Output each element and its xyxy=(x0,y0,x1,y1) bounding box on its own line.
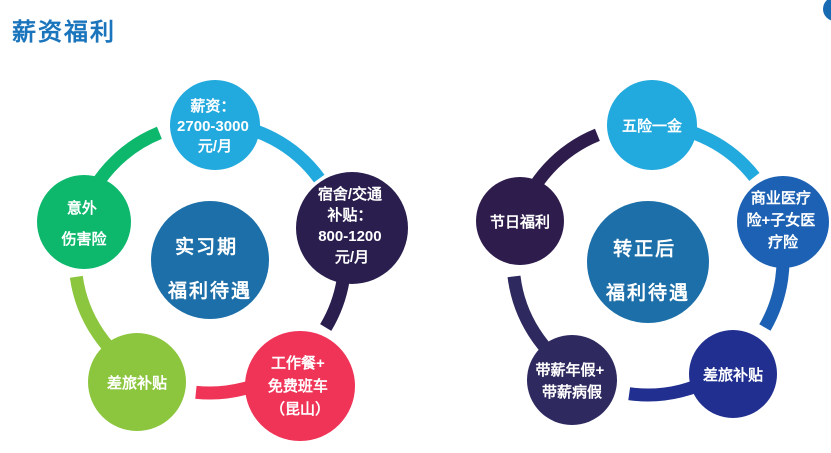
diagram-internship-benefits: 薪资： 2700-3000 元/月 宿舍/交通 补贴： 800-1200 元/月… xyxy=(37,80,408,441)
satellite-commercial-medical-circle xyxy=(737,176,829,268)
satellite-travel-subsidy-2-label: 差旅补贴 xyxy=(703,366,763,384)
satellite-paid-leave-label: 带薪年假+ 带薪病假 xyxy=(536,361,609,401)
satellite-dorm-transport-label: 宿舍/交通 补贴： 800-1200 元/月 xyxy=(318,185,386,266)
satellite-travel-subsidy-2-circle xyxy=(689,330,777,418)
satellite-holiday-benefits-label: 节日福利 xyxy=(490,213,550,231)
satellite-travel-subsidy-label: 差旅补贴 xyxy=(107,374,167,392)
satellite-meal-shuttle-label: 工作餐+ 免费班车 （昆山） xyxy=(268,354,332,418)
satellite-five-insurances-label: 五险一金 xyxy=(622,117,683,135)
satellite-dorm-transport-circle xyxy=(296,172,408,284)
hub-post-probation-label: 转正后 福利待遇 xyxy=(605,237,690,304)
satellite-five-insurances-circle xyxy=(607,80,697,170)
hub-internship-label: 实习期 福利待遇 xyxy=(167,235,252,302)
corner-logo-dot xyxy=(823,0,831,21)
satellite-commercial-medical-label: 商业医疗 险+子女医 疗险 xyxy=(747,189,820,251)
satellite-meal-shuttle-circle xyxy=(245,331,355,441)
satellite-travel-subsidy-circle xyxy=(88,333,186,431)
hub-post-probation-circle xyxy=(587,201,709,323)
satellite-accident-insurance-circle xyxy=(37,175,131,269)
diagram-post-probation-benefits: 五险一金 商业医疗 险+子女医 疗险 差旅补贴 带薪年假+ 带薪病假 xyxy=(476,80,829,425)
satellite-holiday-benefits-circle xyxy=(476,177,564,265)
satellite-salary-label: 薪资： 2700-3000 元/月 xyxy=(177,97,253,155)
page-title: 薪资福利 xyxy=(12,20,116,46)
satellite-accident-insurance-label: 意外 伤害险 xyxy=(60,199,107,248)
satellite-paid-leave-circle xyxy=(527,335,617,425)
hub-internship-circle xyxy=(151,201,269,319)
satellite-salary-circle xyxy=(170,80,260,170)
